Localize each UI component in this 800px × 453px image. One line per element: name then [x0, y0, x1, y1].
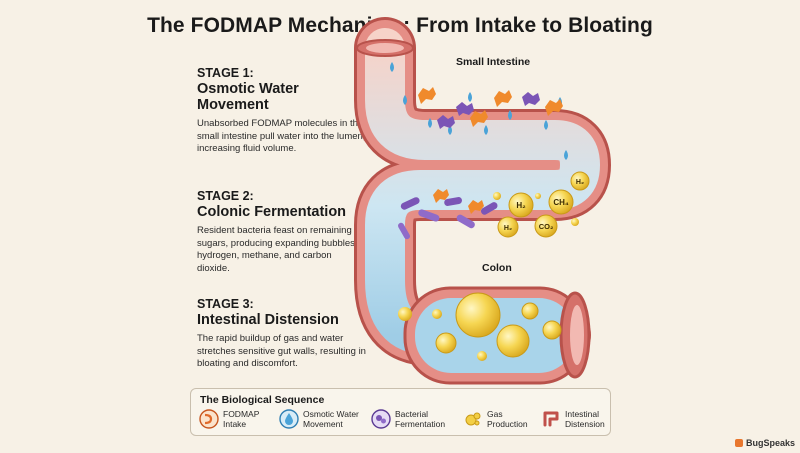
- legend-item-3-line1: Bacterial: [395, 409, 429, 419]
- gas-bubbles-icon: [465, 412, 481, 426]
- stage-3-description: The rapid buildup of gas and water stret…: [197, 333, 366, 369]
- legend-item-1-line2: Intake: [223, 419, 247, 429]
- stage-1-description: Unabsorbed FODMAP molecules in the small…: [197, 118, 366, 154]
- stage-1: STAGE 1: Osmotic Water Movement Unabsorb…: [197, 66, 367, 156]
- legend-item-5-line2: Distension: [565, 419, 605, 429]
- fodmap-molecules: [418, 87, 563, 129]
- stage-2-description: Resident bacteria feast on remaining sug…: [197, 225, 366, 274]
- stage-2: STAGE 2: Colonic Fermentation Resident b…: [197, 189, 367, 275]
- stage-1-number: STAGE 1:: [197, 66, 254, 80]
- colon-gas-bubbles: [398, 292, 562, 361]
- legend-item-2-line2: Movement: [303, 419, 343, 429]
- legend-item-4-line1: Gas: [487, 409, 503, 419]
- legend-item-4-line2: Production: [487, 419, 528, 429]
- gas-label-h2-c: H₂: [504, 225, 512, 232]
- bacteria-icon: [371, 409, 391, 429]
- stage-3-number: STAGE 3:: [197, 297, 254, 311]
- stage-1-heading-line1: Osmotic Water: [197, 81, 299, 97]
- gas-label-h2-b: H₂: [576, 179, 584, 186]
- legend-item-5-line1: Intestinal: [565, 409, 600, 419]
- legend-item-3-line2: Fermentation: [395, 419, 446, 429]
- legend-item-1-line1: FODMAP: [223, 409, 260, 419]
- legend-item-2-line1: Osmotic Water: [303, 409, 359, 419]
- small-intestine-label: Small Intestine: [456, 56, 531, 68]
- legend-title: The Biological Sequence: [200, 394, 325, 406]
- colon-label: Colon: [482, 262, 512, 274]
- intestine-icon: [543, 411, 559, 427]
- bacteria: [398, 189, 498, 240]
- water-drop-icon: [279, 409, 299, 429]
- stage-3-heading: Intestinal Distension: [197, 312, 339, 328]
- brand-logo-icon: [735, 439, 743, 447]
- gut-lumen: [365, 28, 600, 355]
- gas-label-ch4: CH₄: [553, 198, 569, 207]
- gas-bubbles: [493, 171, 590, 238]
- fodmap-intake-icon: [199, 409, 219, 429]
- stage-1-heading-line2: Movement: [197, 97, 269, 113]
- gas-label-h2-a: H₂: [516, 201, 526, 210]
- stage-2-heading: Colonic Fermentation: [197, 204, 347, 220]
- stage-3: STAGE 3: Intestinal Distension The rapid…: [197, 297, 367, 371]
- brand-name: BugSpeaks: [746, 438, 796, 448]
- brand-logo: BugSpeaks: [735, 438, 795, 448]
- stage-2-number: STAGE 2:: [197, 189, 254, 203]
- gas-label-co2: CO₂: [539, 222, 554, 231]
